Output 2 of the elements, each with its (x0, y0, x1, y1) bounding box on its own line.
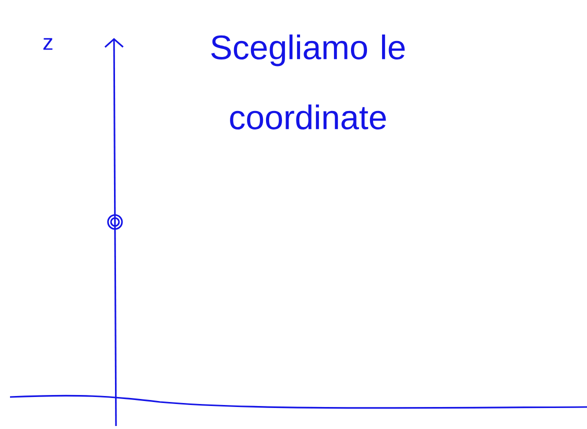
axis-label: z (43, 38, 52, 50)
title: Scegliamo le coordinate (211, 34, 405, 130)
